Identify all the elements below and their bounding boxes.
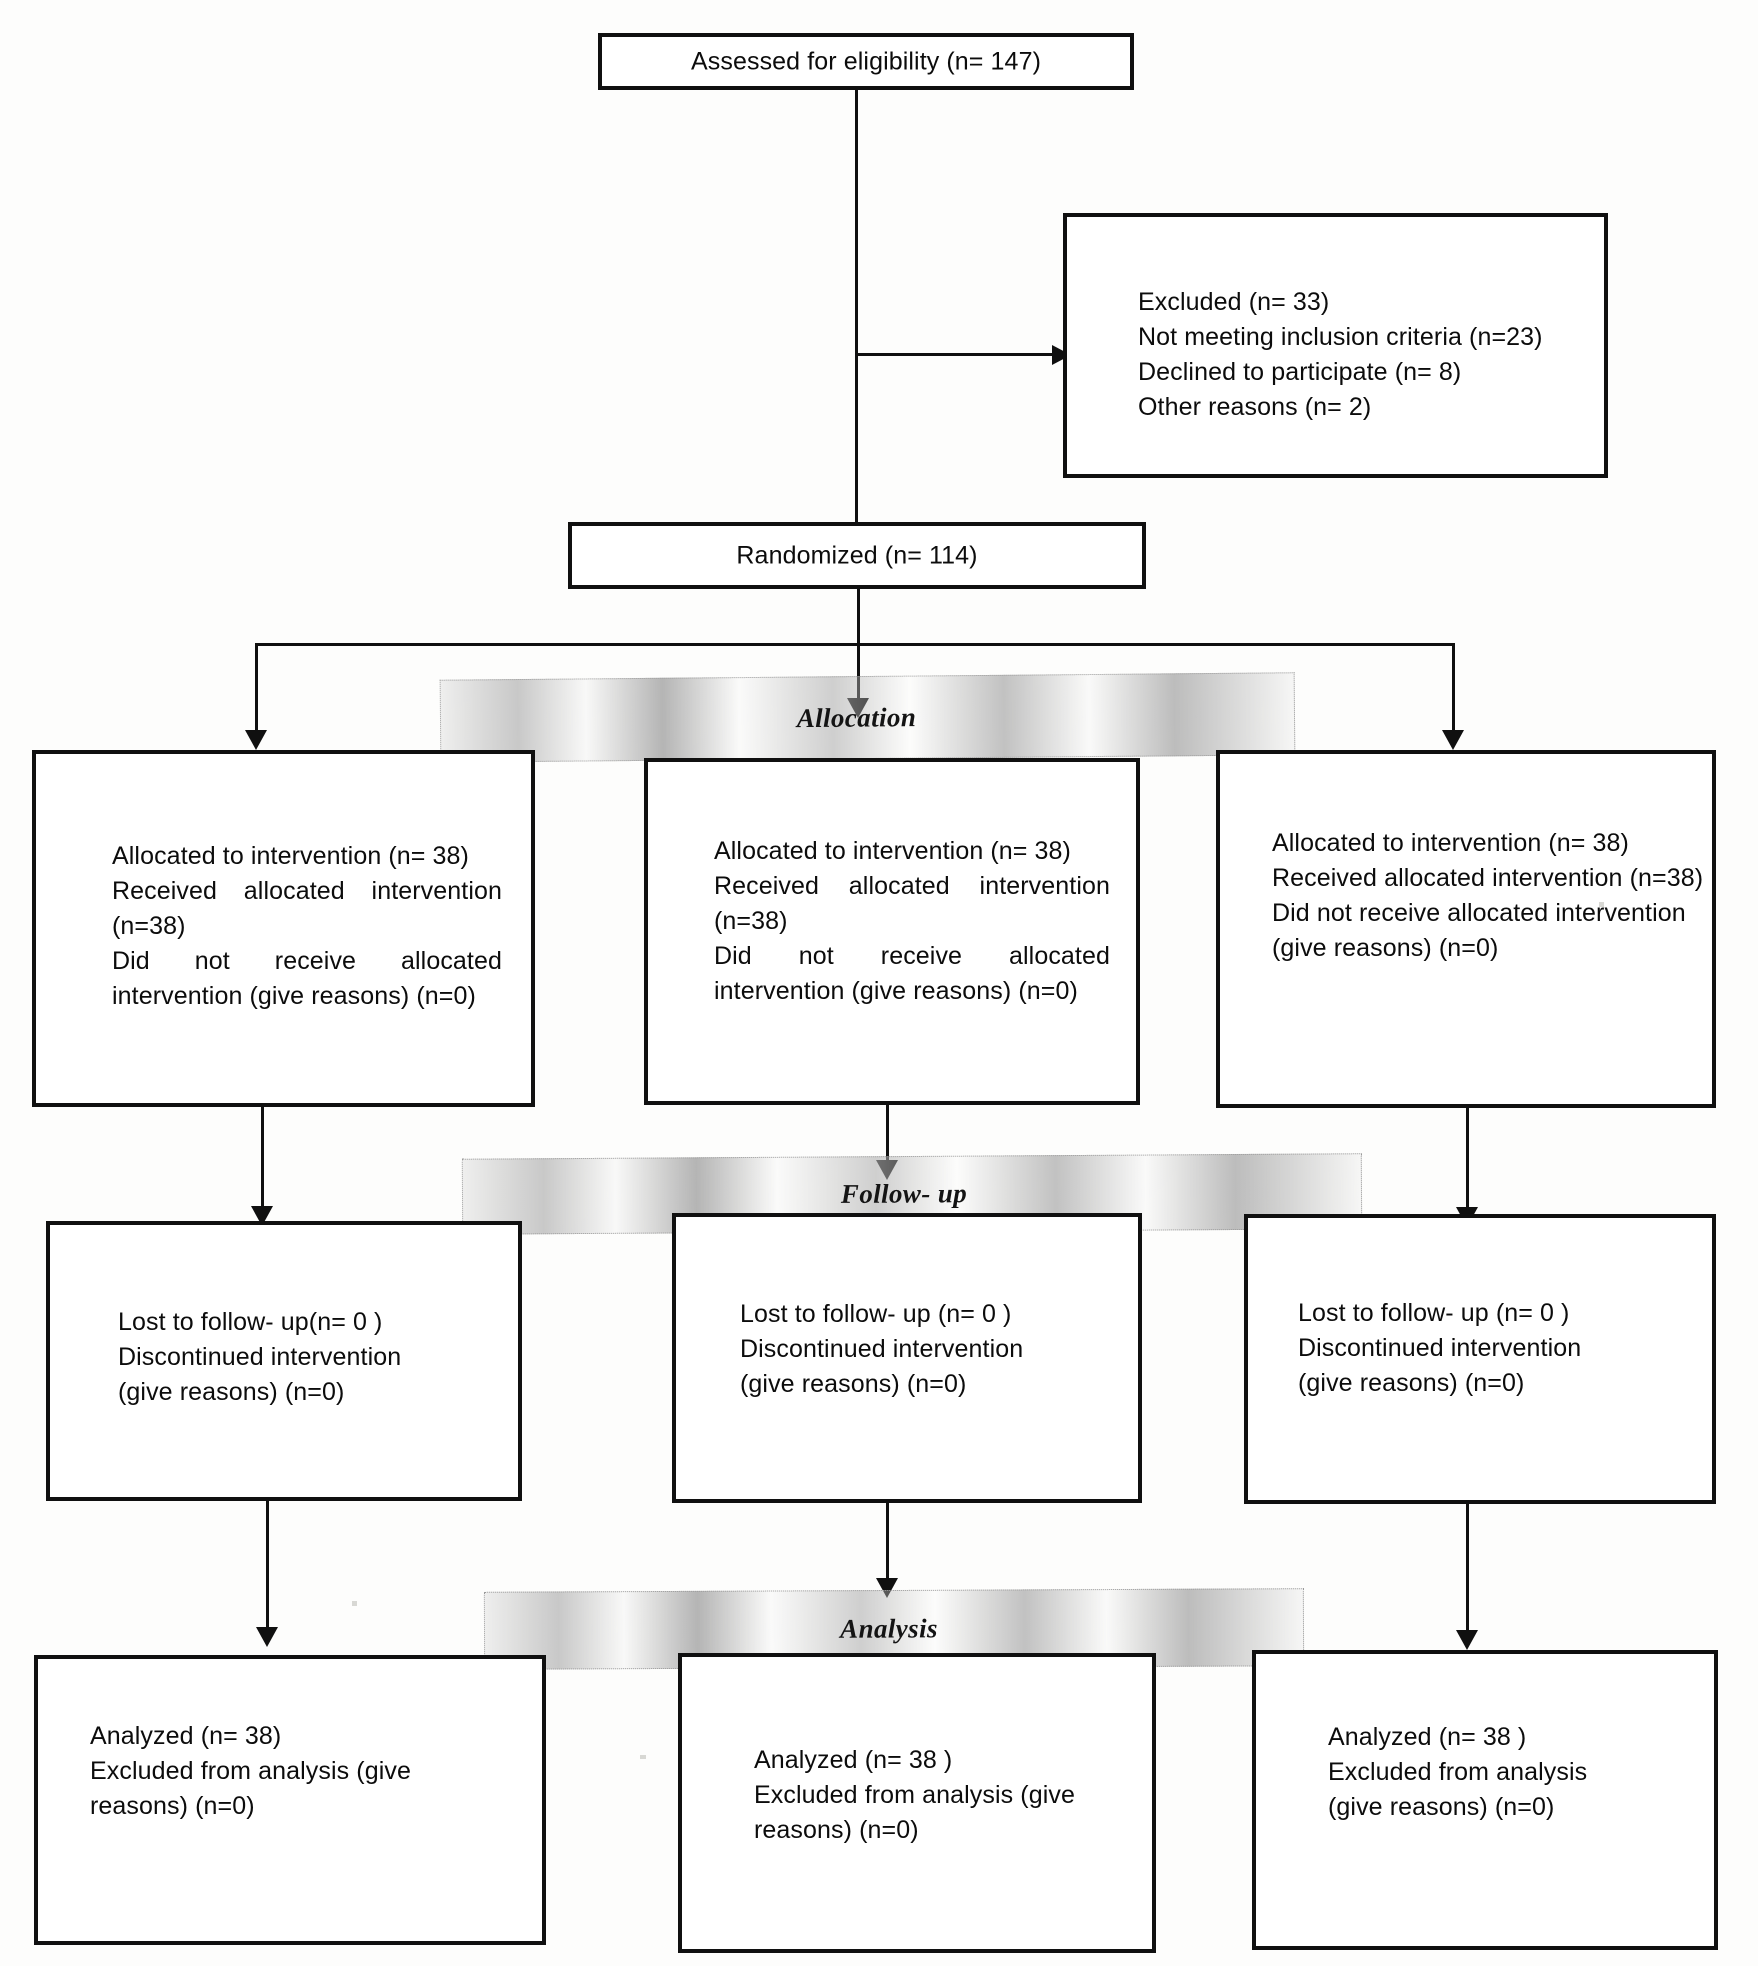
connector-arm-left-drop [255,643,258,743]
node-followup-right: Lost to follow- up (n= 0 ) Discontinued … [1244,1214,1716,1504]
node-analysis-right-label: Analyzed (n= 38 ) Excluded from analysis… [1328,1723,1588,1821]
banner-analysis-label: Analysis [840,1613,938,1644]
banner-allocation-label: Allocation [796,701,917,733]
node-followup-left: Lost to follow- up(n= 0 ) Discontinued i… [46,1221,522,1501]
node-analysis-left: Analyzed (n= 38) Excluded from analysis … [34,1655,546,1945]
node-allocation-right: Allocated to intervention (n= 38) Receiv… [1216,750,1716,1108]
arrowhead-analysis-left [256,1627,278,1647]
connector-randomized-stem [857,589,860,645]
connector-followup-middle-to-analysis [886,1503,889,1591]
banner-allocation: Allocation [439,672,1296,763]
node-allocation-middle: Allocated to intervention (n= 38) Receiv… [644,758,1140,1105]
arrowhead-arm-right [1442,730,1464,750]
node-excluded-label: Excluded (n= 33) Not meeting inclusion c… [1138,288,1543,421]
connector-arm-middle-drop [857,643,860,703]
node-followup-middle: Lost to follow- up (n= 0 ) Discontinued … [672,1213,1142,1503]
node-analysis-middle: Analyzed (n= 38 ) Excluded from analysis… [678,1653,1156,1953]
connector-arm-split-bar [255,643,1455,646]
node-randomized-label: Randomized (n= 114) [736,541,978,569]
node-analysis-left-label: Analyzed (n= 38) Excluded from analysis … [90,1722,411,1820]
scan-speck [1599,902,1604,907]
node-randomized: Randomized (n= 114) [568,522,1146,589]
node-allocation-right-label: Allocated to intervention (n= 38) Receiv… [1272,829,1704,962]
connector-alloc-left-to-followup [261,1107,264,1219]
connector-followup-right-to-analysis [1466,1504,1469,1644]
node-allocation-middle-label: Allocated to intervention (n= 38) Receiv… [714,837,1110,1005]
connector-arm-right-drop [1452,643,1455,743]
connector-alloc-right-to-followup [1466,1108,1469,1220]
node-allocation-left-label: Allocated to intervention (n= 38) Receiv… [112,842,502,1010]
arrowhead-arm-left [245,730,267,750]
node-followup-middle-label: Lost to follow- up (n= 0 ) Discontinued … [740,1300,1024,1398]
node-excluded: Excluded (n= 33) Not meeting inclusion c… [1063,213,1608,478]
connector-enrollment-to-randomized [855,90,858,525]
node-assessed-for-eligibility: Assessed for eligibility (n= 147) [598,33,1134,90]
node-allocation-left: Allocated to intervention (n= 38) Receiv… [32,750,535,1107]
node-followup-left-label: Lost to follow- up(n= 0 ) Discontinued i… [118,1308,402,1406]
node-assessed-for-eligibility-label: Assessed for eligibility (n= 147) [691,47,1041,75]
node-analysis-right: Analyzed (n= 38 ) Excluded from analysis… [1252,1650,1718,1950]
node-followup-right-label: Lost to follow- up (n= 0 ) Discontinued … [1298,1299,1582,1397]
node-analysis-middle-label: Analyzed (n= 38 ) Excluded from analysis… [754,1746,1075,1844]
scan-speck [352,1601,357,1606]
scan-speck [640,1755,646,1759]
banner-followup-label: Follow- up [840,1178,968,1209]
connector-followup-left-to-analysis [266,1501,269,1641]
arrowhead-analysis-right [1456,1630,1478,1650]
connector-alloc-middle-to-followup [886,1105,889,1175]
connector-enrollment-to-excluded [857,353,1057,356]
